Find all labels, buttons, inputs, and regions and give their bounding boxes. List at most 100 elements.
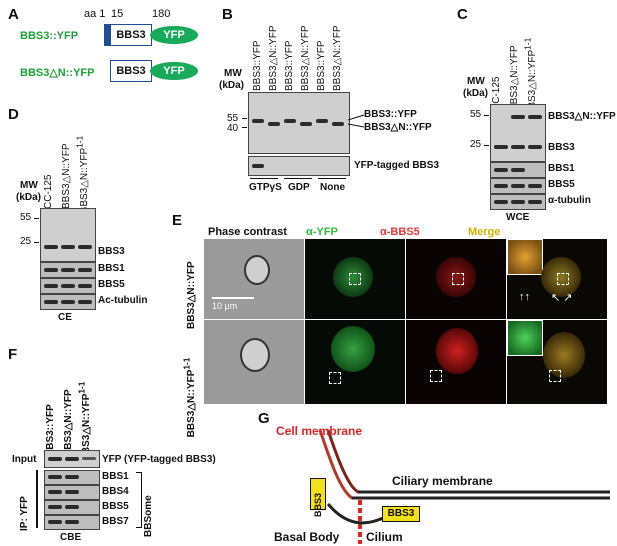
aa15-label: 15 [111,8,124,20]
d-bbs1-b3 [78,268,92,272]
c-bbs5-b3 [528,184,542,188]
c-blot-bbs5 [490,178,546,194]
c-band-bbs3-1 [494,145,508,149]
d-bbs5-b3 [78,284,92,288]
b-band-3 [284,119,296,123]
aa180-label: 180 [152,8,171,20]
b-lane-6: BBS3△N::YFP [332,25,343,92]
f-footer: CBE [60,532,82,543]
f-bbs4-b1 [48,490,62,494]
d-blot-actub [40,294,96,310]
d-actub-b1 [44,300,58,304]
b-band-4 [300,122,312,126]
c-blot-main [490,104,546,162]
e-r1-bbs5-box [452,273,464,285]
b-bracket-2 [284,178,312,179]
d-bbs5-b1 [44,284,58,288]
d-bbs1-b1 [44,268,58,272]
c-tub-b1 [494,200,508,204]
e-header-merge: Merge [468,226,501,238]
c-bbs5-b1 [494,184,508,188]
g-cilium: Cilium [366,530,403,544]
c-label-dn: BBS3△N::YFP [548,111,616,122]
f-input-label: Input [12,454,37,465]
f-label-yfp: YFP (YFP-tagged BBS3) [102,454,216,465]
b-blot2-band [252,164,264,168]
bbs3-domain-box-2: BBS3 [110,60,152,82]
e-r1-yfp [304,238,406,320]
f-blot-bbs1 [44,470,100,485]
e-r2-merge-box [549,370,561,382]
c-lane-3-sup: 1-1 [522,37,533,50]
d-bbs3-b2 [61,245,75,249]
f-bbs7-b2 [65,520,79,524]
b-blot2-label: YFP-tagged BBS3 [354,160,440,171]
b-lane-5: BBS3::YFP [316,40,327,91]
f-input-b2 [65,457,79,461]
e-r1-yfp-box [349,273,361,285]
e-r2-bbs5-box [430,370,442,382]
b-lane-4: BBS3△N::YFP [300,25,311,92]
d-bbs3-b1 [44,245,58,249]
g-bbs3-horiz: BBS3 [382,506,420,522]
c-tick-25 [484,145,489,146]
d-blot-main [40,208,96,262]
e-r1-phase: 10 μm [203,238,305,320]
e-row2-label-text: BBS3△N::YFP [186,369,197,438]
e-r1-merge: ↑↑ ↖ ↗ [506,238,608,320]
f-bbs5-b1 [48,505,62,509]
d-lane-3-text: BBS3△N::YFP [79,147,90,214]
e-r1-bbs5 [405,238,507,320]
d-label-actub: Ac-tubulin [98,295,148,306]
e-r2-merge [506,319,608,405]
f-ip-bracket [36,470,38,528]
b-blot-2 [248,156,350,176]
b-band-label-1: BBS3::YFP [364,109,417,120]
f-bbs1-b2 [65,475,79,479]
panel-label-g: G [258,410,270,427]
panel-label-b: B [222,6,233,23]
c-label-tub: α-tubulin [548,195,591,206]
panel-label-d: D [8,106,19,123]
d-tick-25 [34,242,39,243]
bbs3dn-yfp-label: BBS3△N::YFP [20,67,95,79]
e-header-phase: Phase contrast [208,226,287,238]
b-band-label-2: BBS3△N::YFP [364,122,432,133]
f-bbs4-b2 [65,490,79,494]
b-marker-40: 40 [227,123,239,134]
c-bbs5-b2 [511,184,525,188]
d-lane-2: BBS3△N::YFP [61,143,72,210]
e-row1-label: BBS3△N::YFP [186,261,197,329]
b-pointer-lines [347,114,365,128]
e-scale-bar [212,297,254,299]
b-bracket-3 [318,178,346,179]
g-basal-body: Basal Body [274,530,340,544]
c-bbs1-b1 [494,168,508,172]
c-marker-25: 25 [470,139,482,150]
bbs3-yfp-label: BBS3::YFP [20,30,79,42]
c-lane-2: BBS3△N::YFP [509,45,520,112]
g-bbs3-vert-text: BBS3 [313,492,323,517]
f-lane-2: BBS3△N::YFP [63,389,74,457]
nterm-segment [104,24,110,46]
d-mw: MW [20,180,38,191]
f-blot-bbs7 [44,515,100,530]
g-cell-membrane: Cell membrane [276,424,363,438]
e-scale-text: 10 μm [212,301,238,311]
d-bbs5-b2 [61,284,75,288]
b-bracket-1 [250,178,278,179]
e-r1-cell [244,255,270,285]
panel-label-c: C [457,6,468,23]
d-marker-55: 55 [20,212,32,223]
yfp-tag-2: YFP [150,62,198,80]
b-blot-main [248,92,350,154]
f-blot-bbs5 [44,500,100,515]
b-marker-55: 55 [227,113,239,124]
c-mw: MW [467,76,485,87]
f-bbsome-bracket [136,472,142,528]
c-label-bbs5: BBS5 [548,179,575,190]
c-bbs1-b2 [511,168,525,172]
e-r2-cell [240,338,270,372]
e-r1-inset [507,239,543,275]
